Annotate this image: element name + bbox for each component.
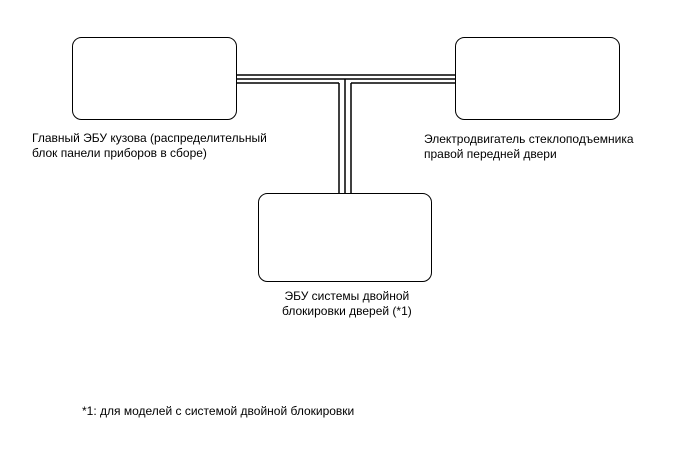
- window-motor-label-line1: Электродвигатель стеклоподъемника: [424, 132, 634, 146]
- bus-horizontal-outer: [237, 74, 455, 84]
- window-motor-box: [455, 37, 620, 120]
- body-ecu-label-line2: блок панели приборов в сборе): [32, 146, 207, 160]
- double-lock-ecu-label: ЭБУ системы двойной блокировки дверей (*…: [282, 289, 412, 319]
- footnote: *1: для моделей с системой двойной блоки…: [82, 404, 354, 419]
- double-lock-ecu-label-line1: ЭБУ системы двойной: [284, 289, 410, 303]
- double-lock-ecu-box: [258, 193, 432, 282]
- body-ecu-label-line1: Главный ЭБУ кузова (распределительный: [32, 131, 267, 145]
- body-ecu-box: [72, 37, 237, 120]
- bus-vertical-outer: [338, 83, 352, 193]
- window-motor-label-line2: правой передней двери: [424, 147, 557, 161]
- window-motor-label: Электродвигатель стеклоподъемника правой…: [424, 132, 634, 162]
- body-ecu-label: Главный ЭБУ кузова (распределительный бл…: [32, 131, 267, 161]
- footnote-text: *1: для моделей с системой двойной блоки…: [82, 404, 355, 418]
- double-lock-ecu-label-line2: блокировки дверей (*1): [282, 304, 412, 318]
